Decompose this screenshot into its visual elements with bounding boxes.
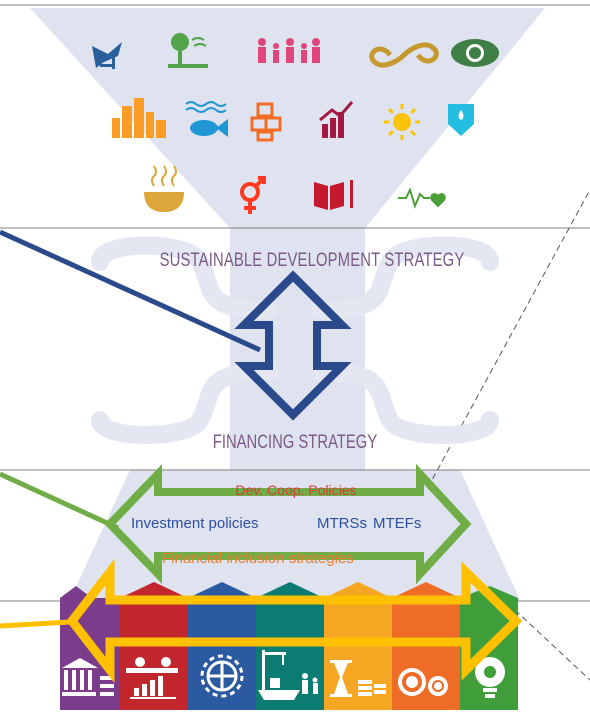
financial-inclusion-label: Financial inclusion strategies [162,550,354,567]
clean-energy-icon [384,104,420,140]
good-health-icon [398,187,446,209]
financing-strategy-label: FINANCING STRATEGY [212,432,378,453]
navy-connector-line [0,229,262,353]
yellow-double-arrow [66,558,523,684]
technology-icon [475,657,505,698]
life-below-water-icon [185,101,228,137]
yellow-connector-line [0,619,71,629]
green-connector-line [0,471,120,531]
clean-water-icon [448,104,474,136]
international-cooperation-icon [200,654,244,698]
investment-label: Investment policies [131,515,259,532]
funnel-shape [30,8,545,600]
trade-icon [258,650,318,700]
brace-shape [91,236,499,319]
partnership-icon [369,42,439,68]
peace-justice-icon [92,42,122,69]
green-double-arrow [104,463,472,585]
debt-sustainability-icon [330,660,386,697]
reduced-inequalities-icon [258,38,320,63]
business-investment-icon [126,657,178,699]
funnel-bottom [70,470,520,600]
dashed-guide-line [431,188,590,481]
mtrss-label: MTRSs [317,515,367,532]
economic-growth-icon [319,101,354,138]
gender-equality-icon [240,176,266,214]
sustainable-cities-icon [112,98,166,138]
quality-education-icon [314,180,353,210]
zero-hunger-icon [144,165,184,212]
mtefs-label: MTEFs [373,515,422,532]
public-finance-icon [62,658,114,696]
climate-action-icon [451,39,499,67]
sustainable-strategy-label: SUSTAINABLE DEVELOPMENT STRATEGY [159,250,465,271]
systemic-issues-icon [398,668,448,696]
navy-double-arrow [234,270,352,421]
life-on-land-icon [168,33,208,68]
dashed-guide-line [514,609,590,681]
dev-coop-label: Dev. Coop. Policies [235,482,357,498]
industry-innovation-icon [250,102,282,142]
brace-shape [91,363,499,444]
